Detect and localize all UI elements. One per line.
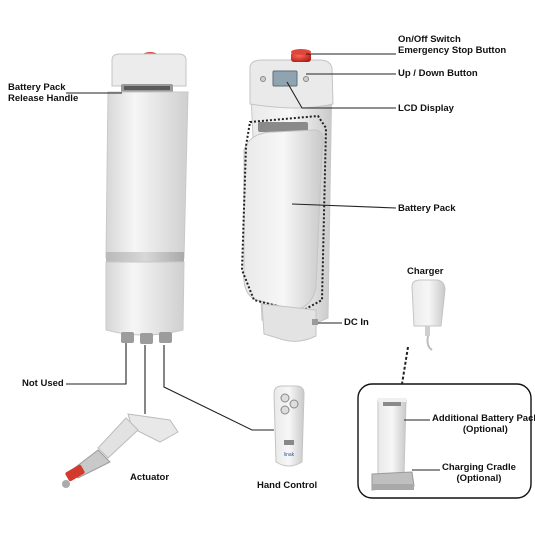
label-actuator: Actuator: [130, 472, 170, 483]
label-battery-release-handle: Battery Pack Release Handle: [8, 82, 79, 104]
label-dc-in: DC In: [344, 317, 369, 328]
control-box-front-view: [240, 49, 334, 342]
charger-icon: [411, 279, 446, 327]
control-box-back-view: [105, 52, 189, 344]
battery-pack-icon: [243, 129, 324, 311]
label-on-off-switch: On/Off Switch Emergency Stop Button: [398, 34, 507, 56]
actuator: [62, 413, 179, 488]
label-additional-battery-pack: Additional Battery Pack (Optional): [432, 413, 535, 435]
label-charging-cradle: Charging Cradle (Optional): [442, 462, 516, 484]
label-lcd-display: LCD Display: [398, 103, 454, 114]
leader-lines: [66, 53, 440, 471]
label-hand-control: Hand Control: [257, 480, 318, 491]
additional-battery-icon: [377, 399, 407, 475]
label-not-used: Not Used: [22, 378, 64, 389]
lcd-screen-icon: [272, 70, 298, 87]
optional-accessories-inset: [357, 383, 532, 499]
label-battery-pack: Battery Pack: [398, 203, 456, 214]
label-charger: Charger: [407, 266, 444, 277]
label-up-down-button: Up / Down Button: [398, 68, 478, 79]
charger: [411, 279, 446, 351]
hand-control: linak: [273, 385, 305, 467]
hand-control-brand: linak: [284, 452, 295, 458]
